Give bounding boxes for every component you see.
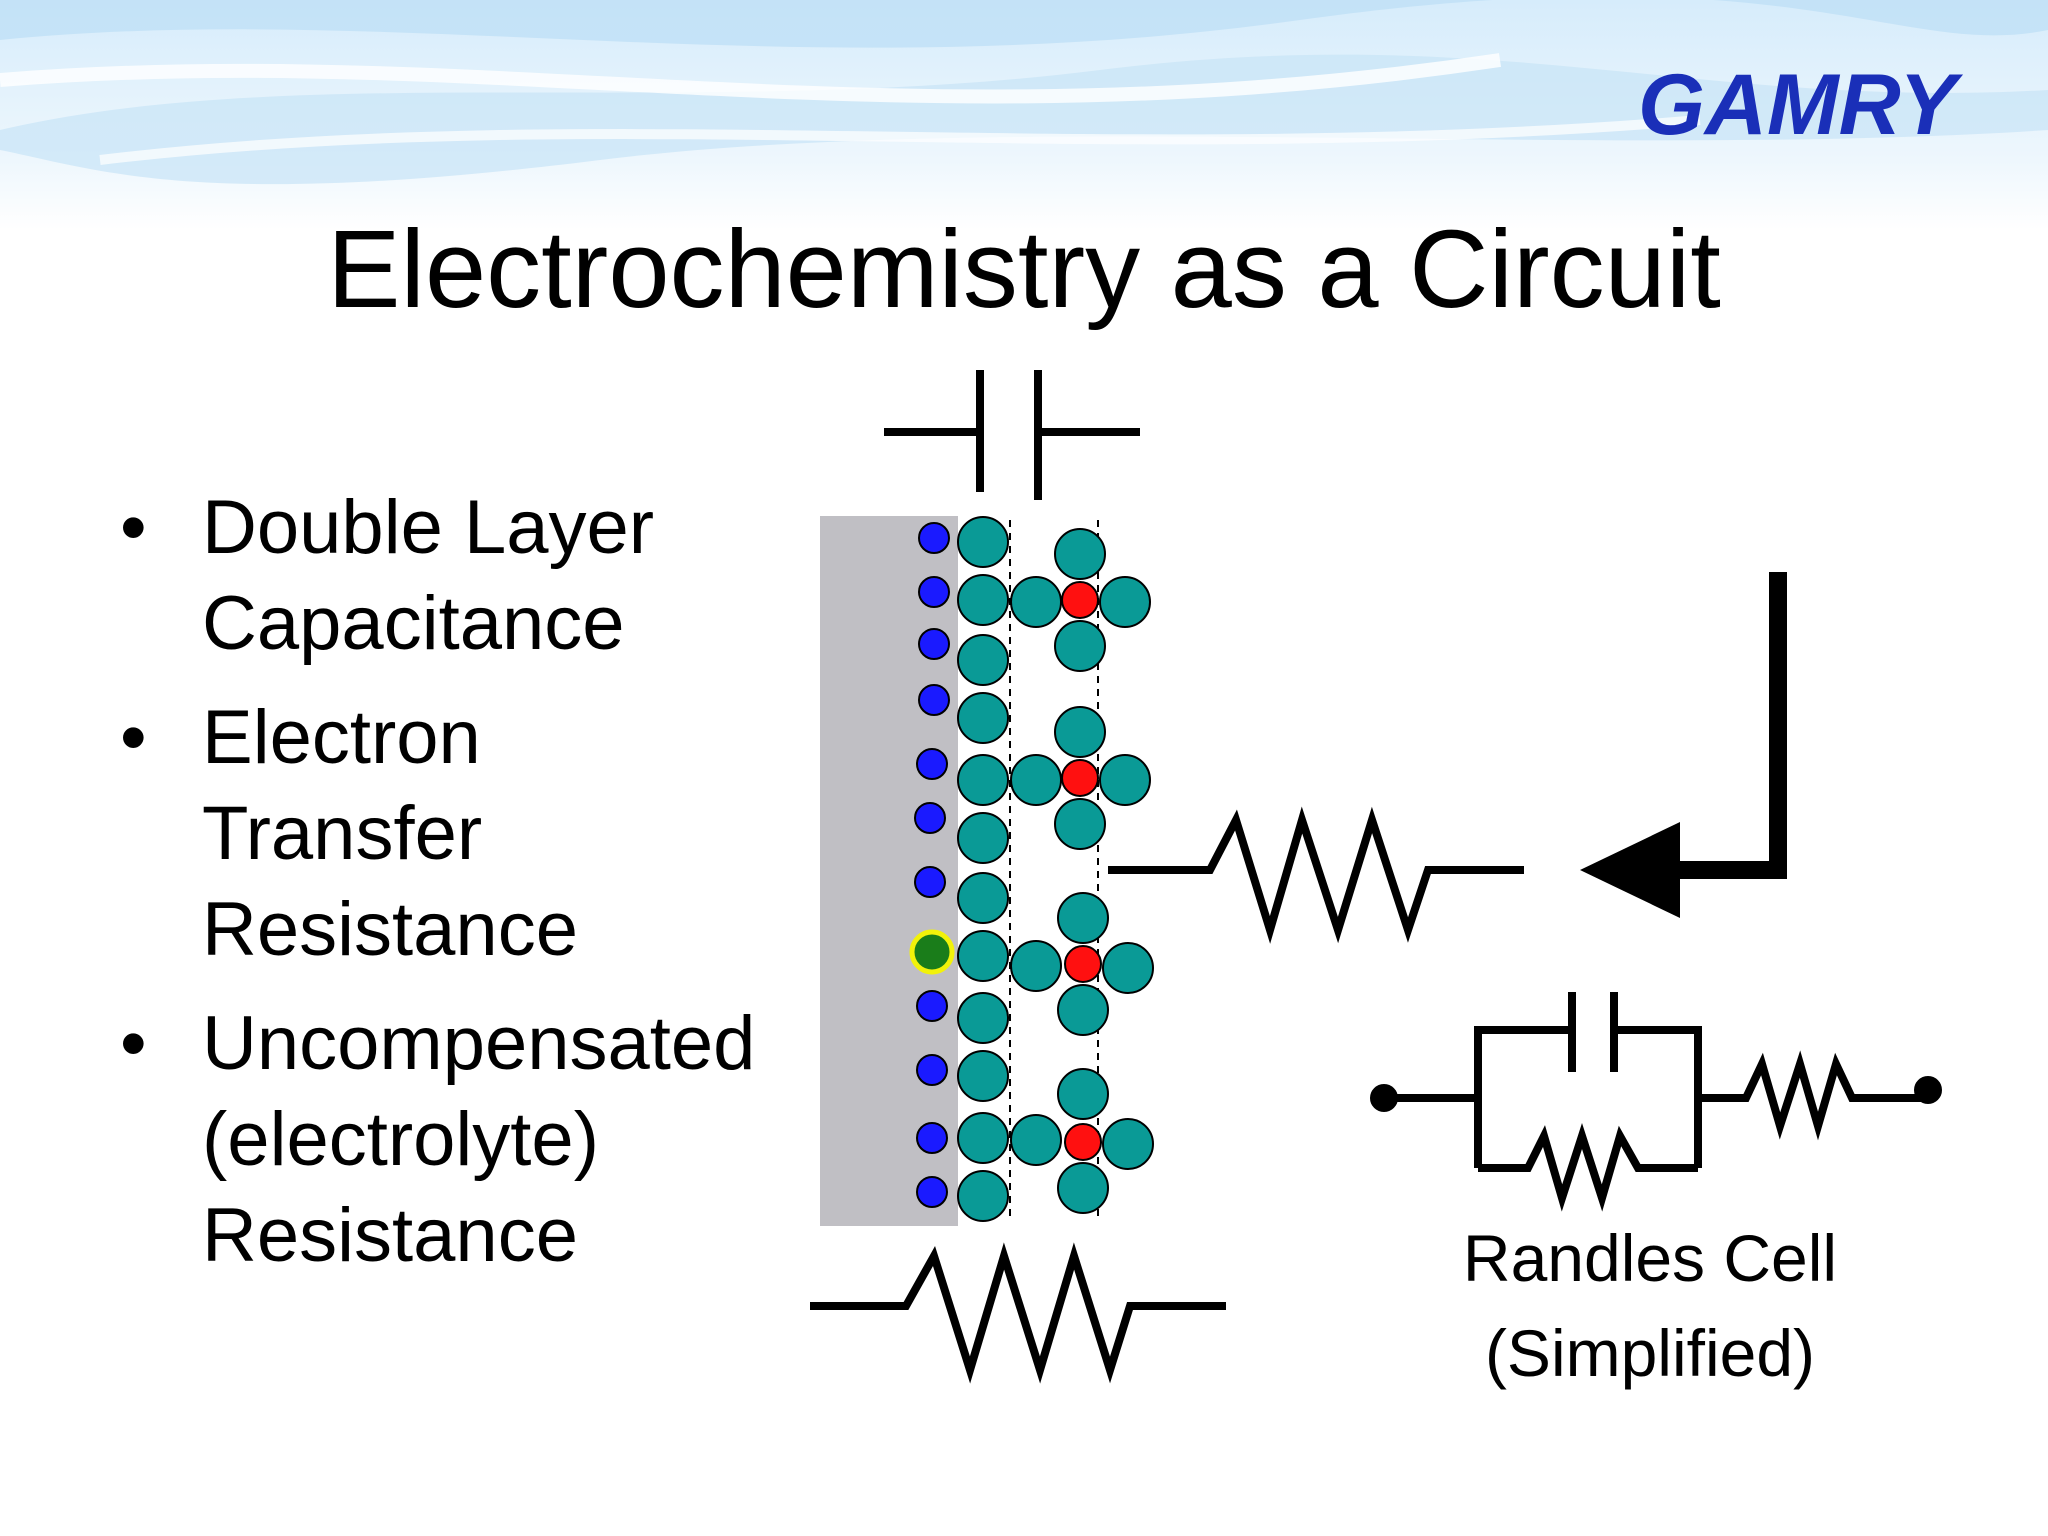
electron: [914, 866, 946, 898]
surface-electrons: [914, 522, 950, 1208]
terminal-right: [1914, 1076, 1942, 1104]
solvent-molecule: [957, 872, 1009, 924]
electron: [916, 748, 948, 780]
bullet-double-layer: Double Layer Capacitance: [120, 480, 820, 672]
logo-text: GAMRY: [1638, 57, 1963, 152]
solvent-molecule: [957, 1170, 1009, 1222]
solvent-molecule: [957, 634, 1009, 686]
solvent-molecule: [957, 812, 1009, 864]
electron: [918, 576, 950, 608]
electron: [916, 1176, 948, 1208]
solvent-molecule: [957, 1112, 1009, 1164]
charge-transfer-resistor: [1108, 806, 1524, 944]
randles-caption-line2: (Simplified): [1484, 1316, 1816, 1390]
electron: [918, 628, 950, 660]
adsorbed-solvent-layer: [957, 516, 1009, 1222]
randles-caption-line1: Randles Cell: [1462, 1221, 1838, 1295]
capacitor-symbol-top: [884, 370, 1140, 500]
solution-resistor: [810, 1242, 1226, 1384]
solvent-molecule: [957, 692, 1009, 744]
cation: [1061, 581, 1099, 619]
solvent-molecule: [957, 516, 1009, 568]
bullet-electron-transfer: Electron Transfer Resistance: [120, 690, 820, 978]
bullet-uncompensated: Uncompensated (electrolyte) Resistance: [120, 996, 820, 1284]
electron: [918, 684, 950, 716]
cation: [1061, 759, 1099, 797]
solvent-molecule: [957, 930, 1009, 982]
solvated-ion-3: [1010, 892, 1154, 1036]
bullet-line: Resistance: [202, 1193, 578, 1278]
randles-circuit: [1370, 992, 1942, 1212]
slide-title: Electrochemistry as a Circuit: [327, 208, 1721, 331]
electron: [916, 1122, 948, 1154]
electron: [918, 522, 950, 554]
bullet-line: Capacitance: [202, 581, 625, 666]
solvent-molecule: [957, 574, 1009, 626]
solvent-molecule: [957, 1050, 1009, 1102]
bullet-line: Transfer: [202, 791, 483, 876]
solvated-ion-4: [1010, 1068, 1154, 1214]
header-banner: [0, 0, 2048, 230]
electron: [914, 802, 946, 834]
gamry-logo: GAMRY: [1638, 57, 1963, 152]
bullet-line: Double Layer: [202, 485, 655, 570]
bullet-line: Electron: [202, 695, 481, 780]
cation: [1064, 945, 1102, 983]
bullet-list: Double Layer Capacitance Electron Transf…: [120, 480, 820, 1302]
bullet-line: Uncompensated: [202, 1001, 756, 1086]
electron: [916, 990, 948, 1022]
bullet-line: (electrolyte): [202, 1097, 599, 1182]
reactant-molecule: [909, 929, 955, 975]
bullet-line: Resistance: [202, 887, 578, 972]
solvent-molecule: [957, 992, 1009, 1044]
solvated-ion-1: [1010, 528, 1151, 672]
cation: [1064, 1123, 1102, 1161]
solvated-ion-2: [1010, 706, 1151, 850]
solvent-molecule: [957, 754, 1009, 806]
electron: [916, 1054, 948, 1086]
arrow-icon: [1580, 572, 1787, 918]
